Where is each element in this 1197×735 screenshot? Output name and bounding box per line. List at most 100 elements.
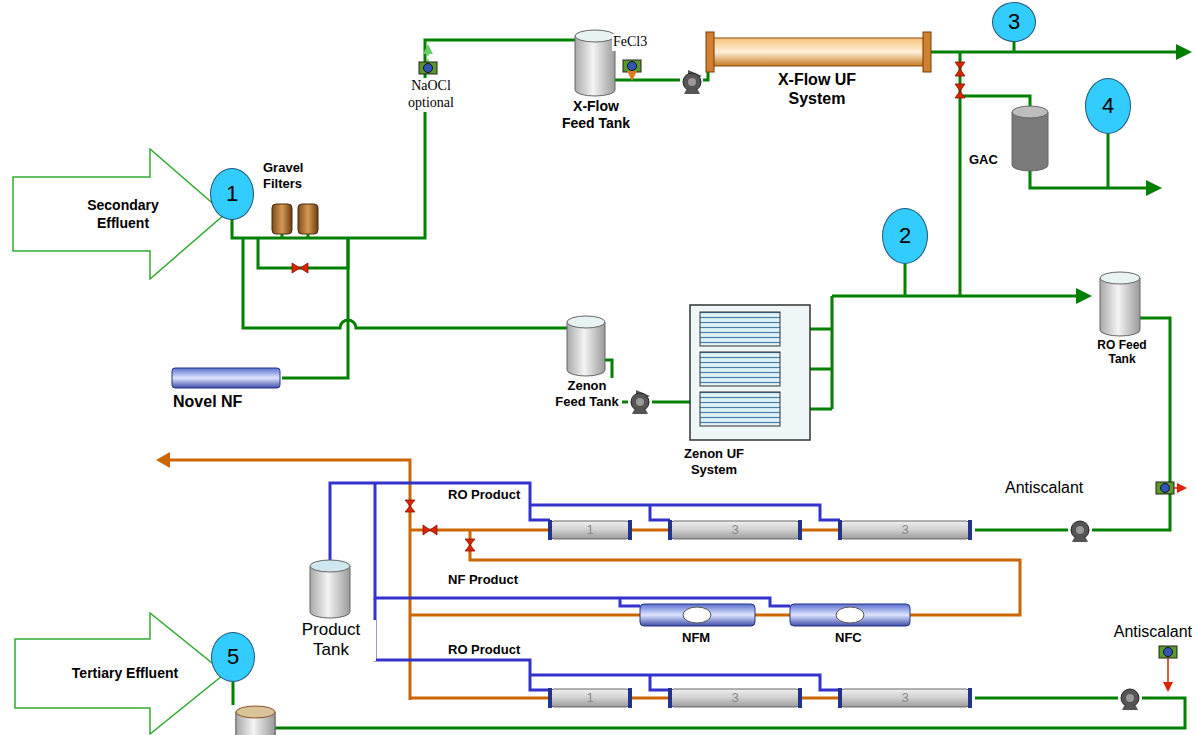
chemical-dosing (419, 46, 1185, 690)
green-pipes (1013, 42, 1016, 52)
tanks (575, 36, 615, 96)
valves (955, 62, 965, 76)
gravel-filters (282, 234, 308, 238)
uf-modules (690, 32, 931, 440)
pumps (683, 70, 702, 94)
equipment-label: NFC (834, 630, 863, 646)
green-pipes (975, 697, 1118, 700)
chemical-dosing (419, 62, 437, 74)
gravel-filters (272, 204, 318, 238)
pumps (631, 70, 1139, 710)
pumps (1076, 526, 1084, 534)
ro-vessels (550, 689, 630, 707)
ro-vessels (968, 520, 972, 540)
green-pipes (243, 238, 567, 328)
ro-vessels (548, 520, 972, 708)
green-pipes (832, 295, 1080, 298)
callout-text: 1 (226, 180, 238, 208)
pumps (632, 410, 648, 414)
green-pipes (615, 79, 680, 82)
ro-vessels (840, 521, 970, 539)
concentrate-pipes (410, 614, 640, 617)
green-pipes (232, 40, 1185, 728)
green-pipes (232, 40, 575, 238)
equipment-label: Zenon Feed Tank (552, 378, 622, 409)
tanks (567, 322, 605, 376)
green-pipes (258, 238, 348, 268)
pumps (636, 398, 644, 406)
valves (465, 539, 475, 551)
green-pipes (975, 529, 1068, 532)
vessel-count: 1 (580, 522, 600, 538)
callout-text: 2 (899, 222, 911, 250)
concentrate-pipes (755, 614, 790, 617)
equipment-label: Zenon UF System (676, 446, 752, 477)
chemical-label: Antiscalant (1004, 478, 1084, 497)
stream-label: RO Product (447, 487, 521, 503)
pumps (1122, 706, 1138, 710)
callout-text: 4 (1102, 92, 1114, 120)
pumps (1121, 689, 1139, 707)
concentrate-pipes (470, 530, 1020, 615)
gravel-filters (298, 204, 318, 234)
equipment-label: Gravel Filters (262, 160, 326, 191)
tanks (1100, 272, 1140, 284)
ro-vessels (668, 520, 672, 540)
chemical-dosing (631, 72, 633, 79)
concentrate-pipes (410, 697, 550, 700)
equipment-label: Novel NF (172, 392, 243, 411)
green-pipes (904, 264, 907, 296)
chemical-dosing (623, 60, 641, 72)
nf-modules (790, 604, 910, 626)
chemical-dosing (1164, 648, 1173, 657)
product-pipes (330, 483, 550, 560)
chemical-label: Antiscalant (1113, 622, 1193, 641)
valves (292, 263, 308, 273)
equipment-label: Product Tank (286, 620, 376, 661)
pumps (1071, 521, 1089, 539)
pumps (631, 393, 649, 411)
equipment-label: GAC (968, 152, 999, 168)
concentrate-pipes (160, 460, 1020, 700)
chemical-label: FeCl3 (612, 34, 648, 51)
callout-text: 5 (227, 643, 239, 671)
ro-vessels (670, 689, 800, 707)
uf-modules (700, 392, 780, 426)
stream-label: NF Product (447, 572, 519, 588)
product-pipes (330, 483, 840, 690)
arrow-shape (13, 149, 225, 279)
ro-vessels (670, 521, 800, 539)
chemical-dosing (1174, 487, 1185, 489)
valves (292, 62, 965, 551)
stream-label: RO Product (447, 642, 521, 658)
product-pipes (375, 598, 840, 690)
uf-modules (706, 32, 714, 72)
uf-modules (923, 32, 931, 72)
nf-modules (683, 607, 711, 623)
source-arrow: Secondary Effluent (12, 148, 227, 280)
tanks (1100, 278, 1140, 336)
pumps (1071, 521, 1089, 542)
valves (423, 525, 437, 535)
callout-number: 3 (992, 2, 1036, 42)
uf-modules (690, 305, 810, 440)
ro-vessels (668, 688, 672, 708)
green-pipes (960, 96, 1030, 108)
callout-number: 2 (882, 208, 928, 264)
ro-vessels (548, 520, 552, 540)
ro-vessels (548, 520, 972, 708)
uf-modules (700, 352, 780, 386)
nf-modules (836, 607, 864, 623)
nf-modules (172, 368, 280, 388)
product-pipes (530, 505, 840, 520)
node-text: Tertiary Effluent (66, 665, 184, 683)
vessel-count: 3 (725, 522, 745, 538)
nf-modules (172, 368, 910, 626)
callout-text: 3 (1008, 8, 1020, 36)
callout-number: 5 (211, 632, 255, 682)
ro-vessels (798, 520, 802, 540)
vessel-count: 3 (895, 522, 915, 538)
pumps (631, 390, 650, 414)
chemical-dosing (1161, 484, 1170, 493)
vessel-count: 3 (725, 690, 745, 706)
